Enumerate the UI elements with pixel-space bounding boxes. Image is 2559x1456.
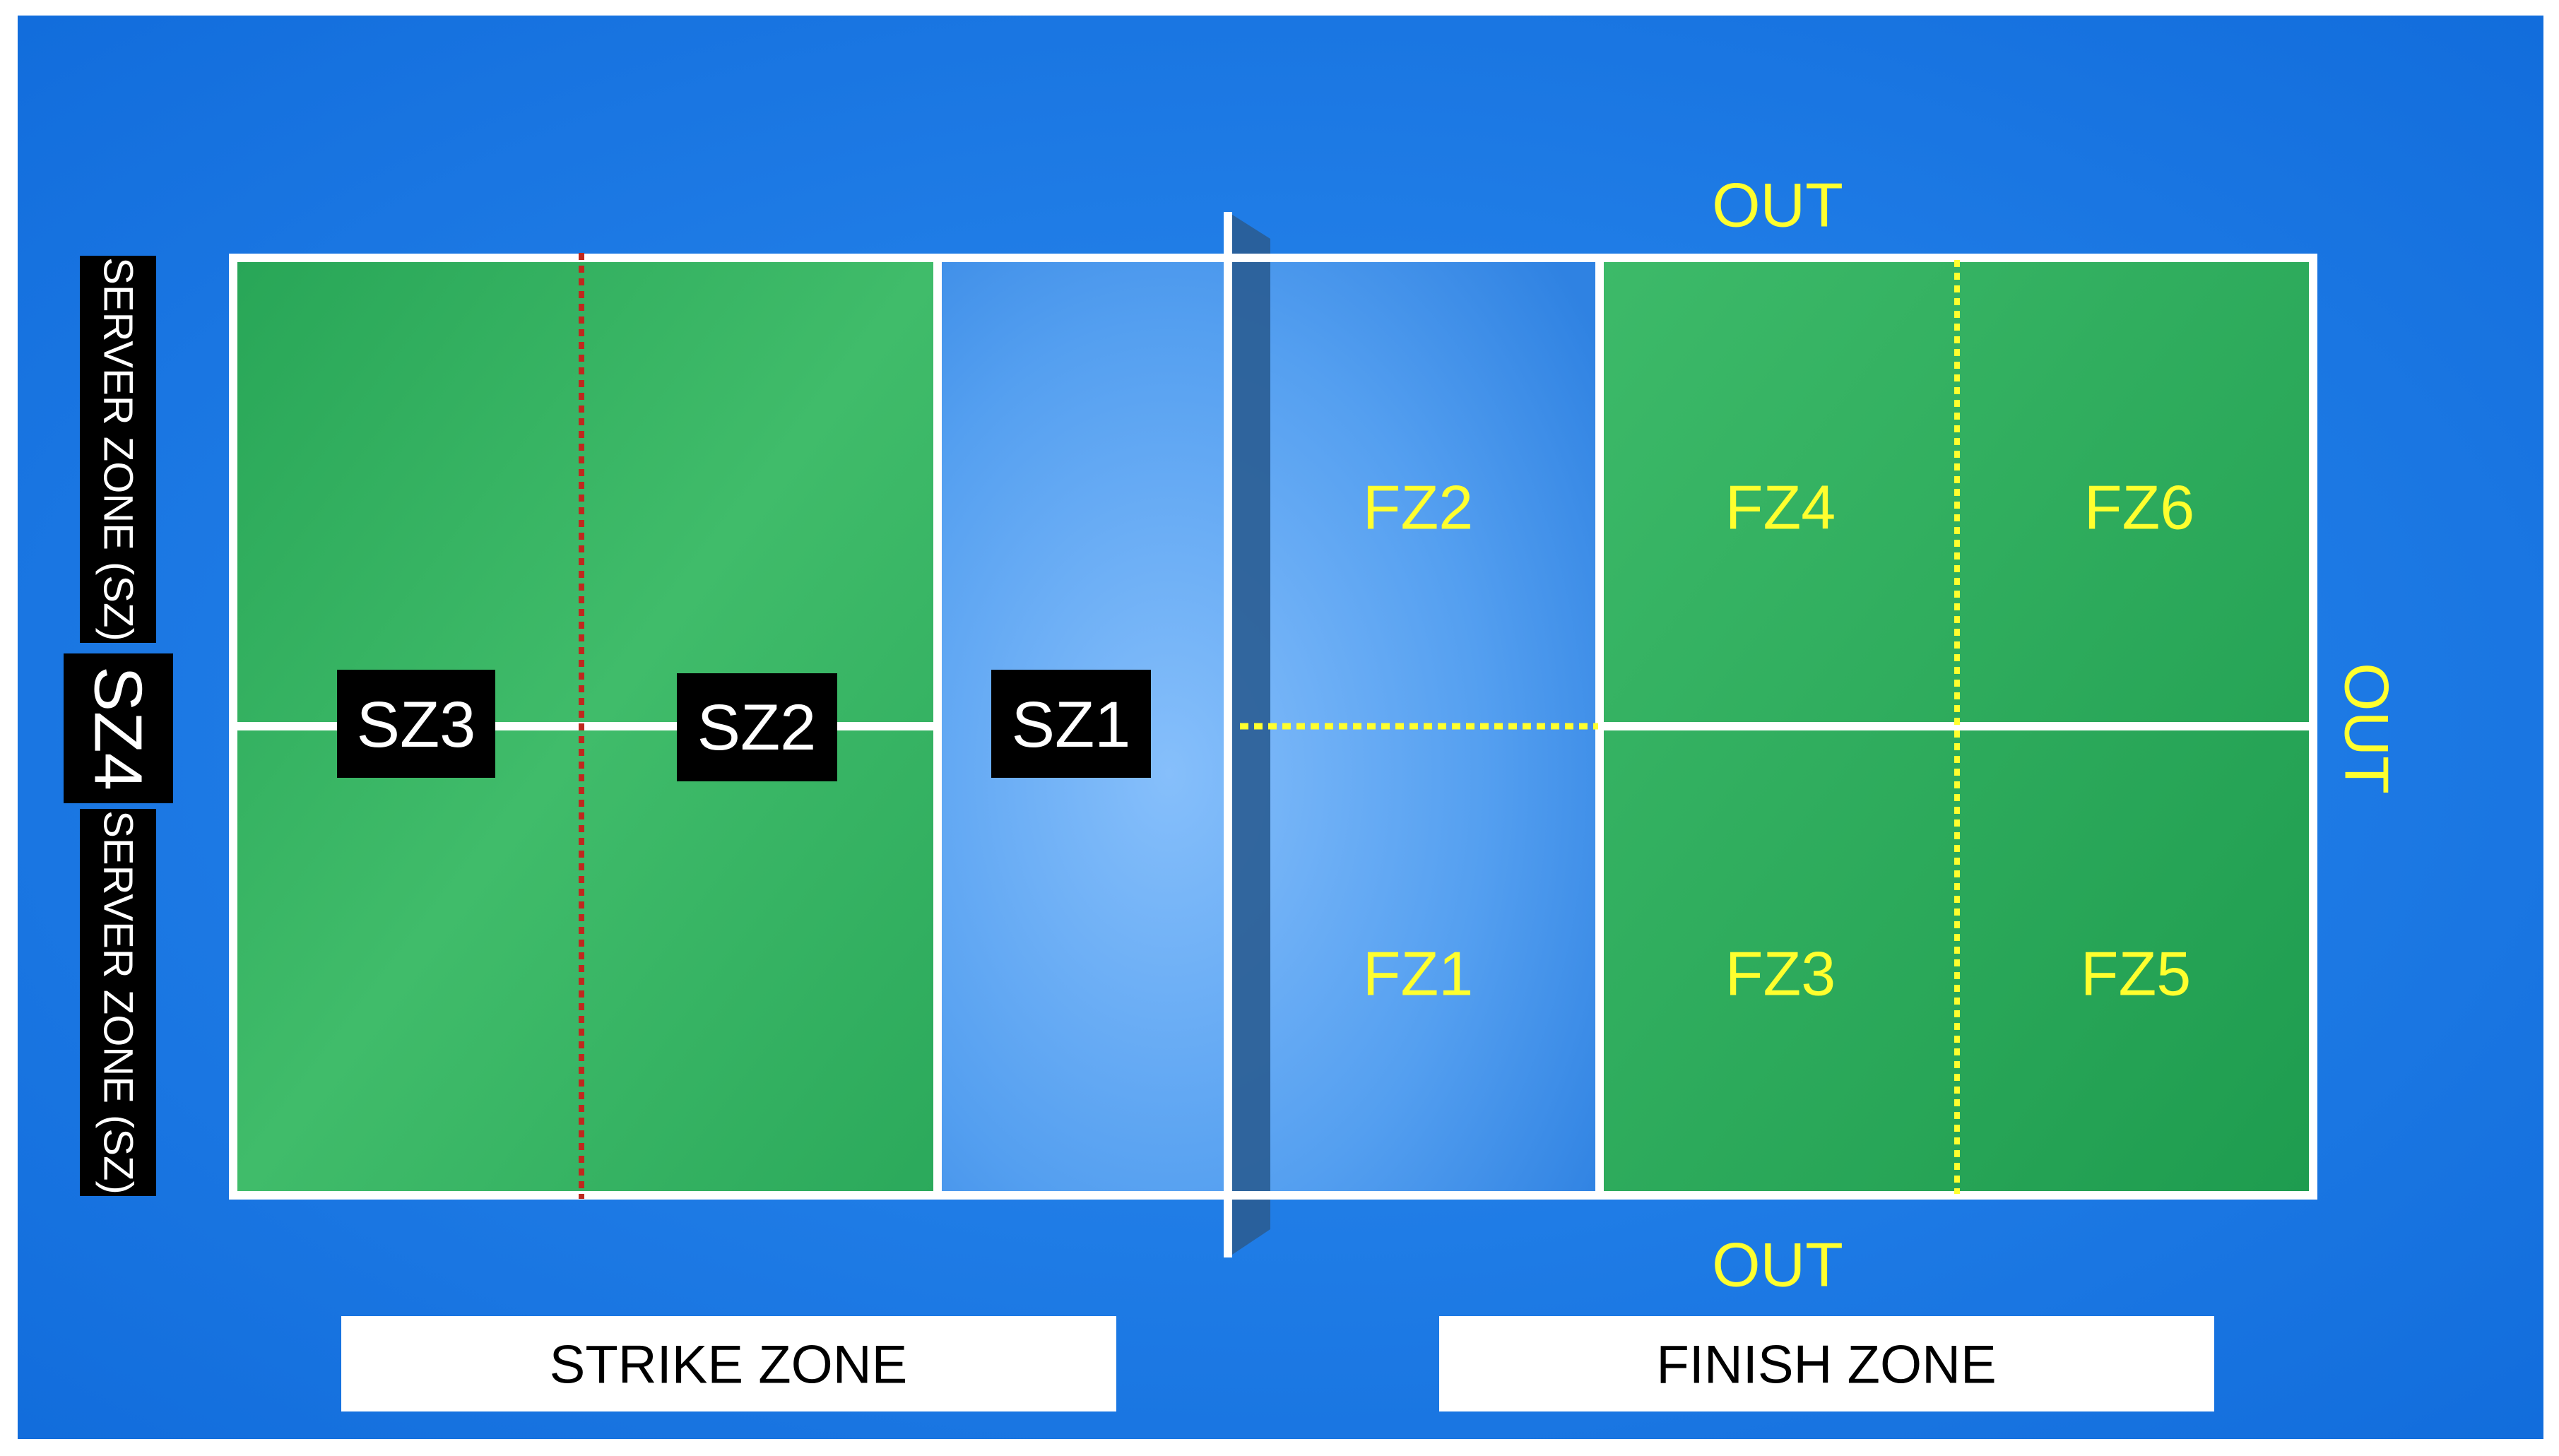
strike-zone-footer-box: [341, 1316, 1116, 1411]
net: [1228, 212, 1270, 1257]
fz5-label: FZ5: [2081, 939, 2191, 1009]
sz2-badge: [677, 673, 837, 781]
fz2-label: FZ2: [1363, 473, 1473, 543]
fz3-label: FZ3: [1725, 939, 1836, 1009]
out-label-right: OUT: [2332, 663, 2402, 794]
finish-zone-footer-label: FINISH ZONE: [1656, 1335, 1996, 1395]
out-label-bottom: OUT: [1712, 1230, 1843, 1300]
server-zone-bottom-badge: [80, 809, 156, 1196]
fz4-label: FZ4: [1725, 473, 1836, 543]
sz3-badge: [337, 670, 495, 778]
sz4-label: SZ4: [81, 666, 156, 791]
sz1-label: SZ1: [1012, 689, 1131, 761]
fz1-label: FZ1: [1363, 939, 1473, 1009]
server-zone-top-badge: [80, 256, 156, 643]
sz3-label: SZ3: [357, 689, 476, 761]
fz6-label: FZ6: [2084, 473, 2194, 543]
server-zone-top-label: SERVER ZONE (SZ): [95, 257, 141, 641]
strike-zone-footer-label: STRIKE ZONE: [550, 1335, 908, 1395]
finish-zone-footer-box: [1439, 1316, 2214, 1411]
sz4-badge: [64, 653, 173, 803]
out-label-top: OUT: [1712, 170, 1843, 240]
sz2-label: SZ2: [697, 692, 817, 764]
server-zone-bottom-label: SERVER ZONE (SZ): [95, 810, 141, 1195]
sz1-badge: [991, 670, 1151, 778]
